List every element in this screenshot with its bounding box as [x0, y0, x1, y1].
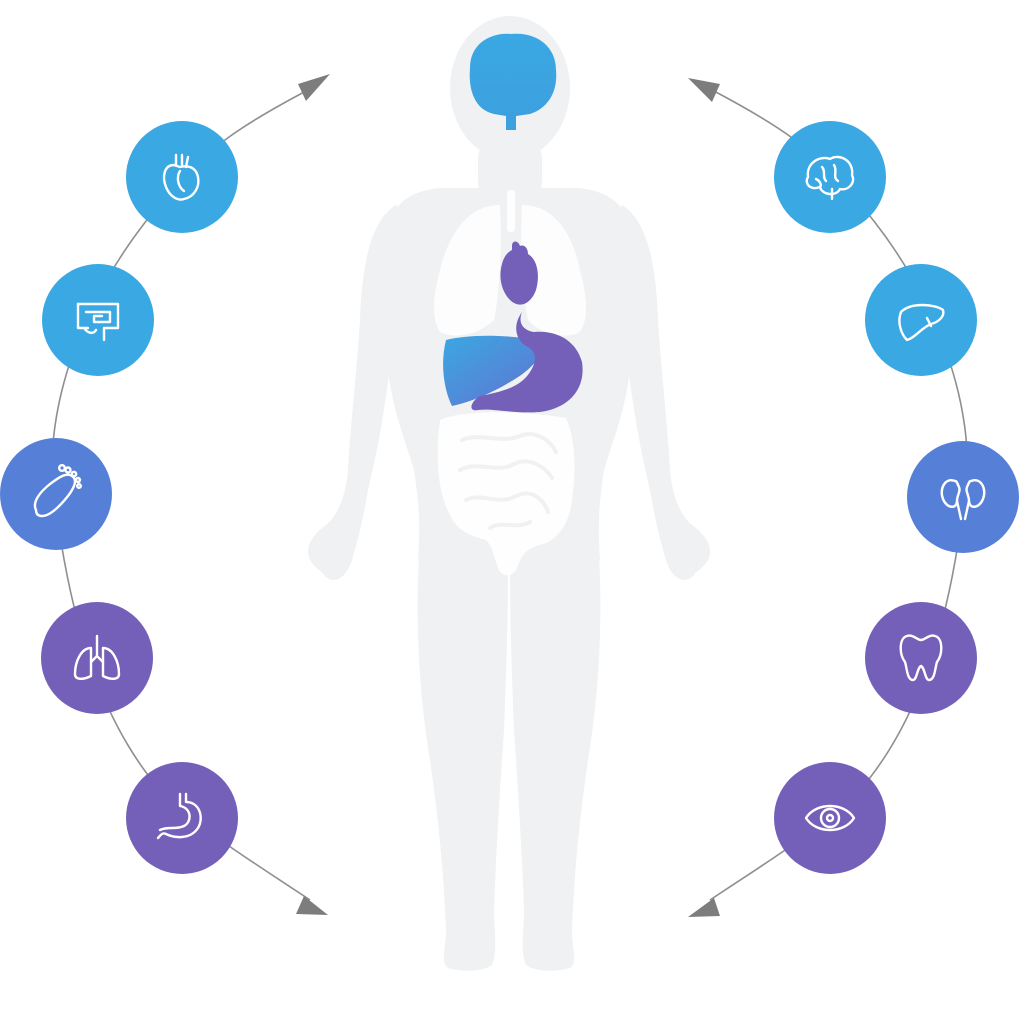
figure-stomach: [471, 312, 583, 413]
stomach-circle: [126, 762, 238, 874]
figure-intestines: [437, 412, 575, 576]
left-icon-circle-5: [126, 762, 238, 874]
liver-icon: [898, 303, 945, 342]
brain-icon: [805, 155, 855, 201]
lungs-icon: [73, 634, 121, 680]
foot-circle: [0, 438, 112, 550]
figure-heart: [500, 241, 538, 305]
figure-brain: [469, 33, 557, 130]
right-icon-circle-1: [774, 121, 886, 233]
right-icon-circle-2: [865, 264, 977, 376]
brain-circle: [774, 121, 886, 233]
left-icon-circle-1: [126, 121, 238, 233]
lungs-circle: [41, 602, 153, 714]
kidneys-icon: [940, 479, 986, 521]
eye-icon: [804, 804, 856, 832]
figure-liver: [443, 335, 548, 406]
arrowheads: [296, 74, 720, 917]
arrow-top-left: [298, 74, 330, 101]
right-icon-circle-3: [907, 441, 1019, 553]
heart-icon: [162, 153, 200, 201]
left-icon-circle-3: [0, 438, 112, 550]
tooth-icon: [899, 634, 943, 682]
stomach-icon: [156, 792, 202, 840]
tooth-circle: [865, 602, 977, 714]
arrow-top-right: [688, 78, 720, 102]
figure-lungs: [434, 205, 586, 336]
intestines-circle: [42, 264, 154, 376]
foot-icon: [33, 464, 83, 518]
intestines-icon: [76, 302, 120, 342]
right-icon-circle-5: [774, 762, 886, 874]
figure-organs: [434, 33, 586, 576]
eye-circle: [774, 762, 886, 874]
kidneys-circle: [907, 441, 1019, 553]
right-icon-circle-4: [865, 602, 977, 714]
left-icon-circle-2: [42, 264, 154, 376]
liver-circle: [865, 264, 977, 376]
left-icon-circle-4: [41, 602, 153, 714]
arrow-bottom-left: [296, 896, 328, 915]
arrow-bottom-right: [688, 898, 720, 917]
heart-circle: [126, 121, 238, 233]
